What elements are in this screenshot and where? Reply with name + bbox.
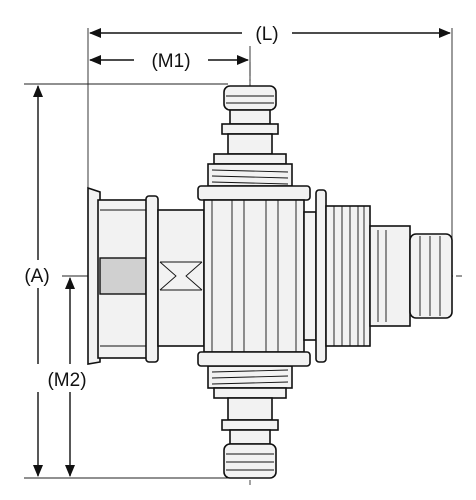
dimension-labels: (L) (M1) (A) (M2) — [12, 18, 292, 392]
right-outlet — [303, 189, 453, 363]
dim-label-m2: (M2) — [47, 370, 86, 391]
fitting-body — [87, 85, 453, 479]
left-socket — [87, 186, 205, 365]
bottom-spigot — [207, 365, 293, 479]
dim-label-a: (A) — [24, 266, 49, 287]
extension-lines — [24, 28, 453, 479]
top-spigot — [207, 85, 293, 187]
bottom-thread — [207, 365, 293, 399]
dim-label-m1: (M1) — [151, 51, 190, 72]
dim-label-l: (L) — [255, 24, 278, 45]
central-housing — [197, 185, 311, 367]
top-thread — [207, 153, 293, 187]
